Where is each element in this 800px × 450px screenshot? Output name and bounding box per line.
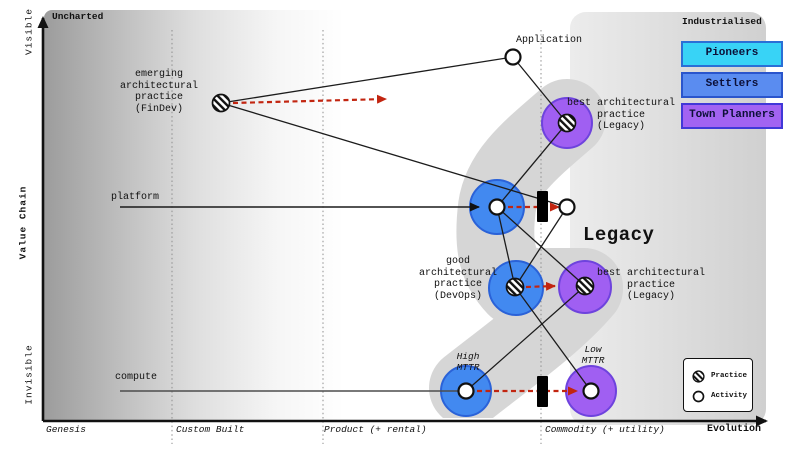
activity-label: Activity bbox=[711, 392, 748, 400]
uncharted-label: Uncharted bbox=[52, 11, 104, 22]
practice-label: Practice bbox=[711, 372, 748, 380]
legend-settlers: Settlers bbox=[681, 72, 783, 98]
legacy-callout: Legacy bbox=[583, 224, 655, 246]
movement-arrow bbox=[525, 281, 556, 291]
x-axis-title: Evolution bbox=[707, 424, 762, 435]
node-label-application: Application bbox=[516, 35, 583, 46]
node-best-top-practice bbox=[557, 113, 577, 133]
inertia-bar bbox=[537, 191, 548, 222]
y-axis-invisible-label: Invisible bbox=[23, 344, 35, 405]
y-axis-visible-label: Visible bbox=[23, 8, 35, 55]
practice-icon bbox=[692, 369, 705, 383]
y-axis-title: Value Chain bbox=[17, 185, 29, 260]
edge-application-best-top bbox=[512, 56, 568, 124]
symbol-legend-practice-row: Practice bbox=[691, 366, 752, 386]
edge-platform-future-good-devops bbox=[514, 206, 568, 288]
edge-best-mid-high-mttr bbox=[465, 285, 586, 392]
node-label-high-mttr: High MTTR bbox=[456, 351, 480, 373]
legend-town-planners: Town Planners bbox=[681, 103, 783, 129]
node-label-good-practice: good architectural practice (DevOps) bbox=[418, 256, 497, 302]
node-findev-practice bbox=[211, 93, 231, 113]
edge-platform-good-devops bbox=[496, 206, 516, 288]
node-high-mttr-activity bbox=[457, 382, 475, 400]
edge-good-devops-low-mttr bbox=[514, 286, 592, 392]
node-platform-activity bbox=[488, 198, 506, 216]
node-good-devops-practice bbox=[505, 277, 525, 297]
stage-label-commodity: Commodity (+ utility) bbox=[545, 424, 665, 435]
node-label-best-practice-mid: best architectural practice (Legacy) bbox=[596, 268, 706, 302]
node-label-findev: emerging architectural practice (FinDev) bbox=[119, 69, 198, 115]
node-platform-future-activity bbox=[558, 198, 576, 216]
industrialised-label: Industrialised bbox=[682, 16, 762, 27]
inertia-bar bbox=[537, 376, 548, 407]
movement-arrow bbox=[232, 94, 387, 105]
node-best-mid-practice bbox=[575, 276, 595, 296]
symbol-legend: Practice Activity bbox=[683, 358, 753, 412]
node-label-compute: compute bbox=[115, 372, 158, 383]
symbol-legend-activity-row: Activity bbox=[691, 386, 752, 406]
node-label-best-practice-top: best architectural practice (Legacy) bbox=[566, 98, 676, 132]
stage-label-genesis: Genesis bbox=[46, 424, 86, 435]
legend-pioneers: Pioneers bbox=[681, 41, 783, 67]
edge-findev-platform-future bbox=[220, 102, 568, 208]
node-application-activity bbox=[504, 48, 522, 66]
activity-icon bbox=[692, 390, 705, 402]
stage-label-custom-built: Custom Built bbox=[176, 424, 245, 435]
node-low-mttr-activity bbox=[582, 382, 600, 400]
node-label-low-mttr: Low MTTR bbox=[581, 344, 605, 366]
stage-label-product: Product (+ rental) bbox=[324, 424, 427, 435]
edge-findev-application bbox=[220, 56, 514, 104]
node-label-platform: platform bbox=[111, 192, 160, 203]
edge-best-top-platform bbox=[496, 122, 568, 208]
